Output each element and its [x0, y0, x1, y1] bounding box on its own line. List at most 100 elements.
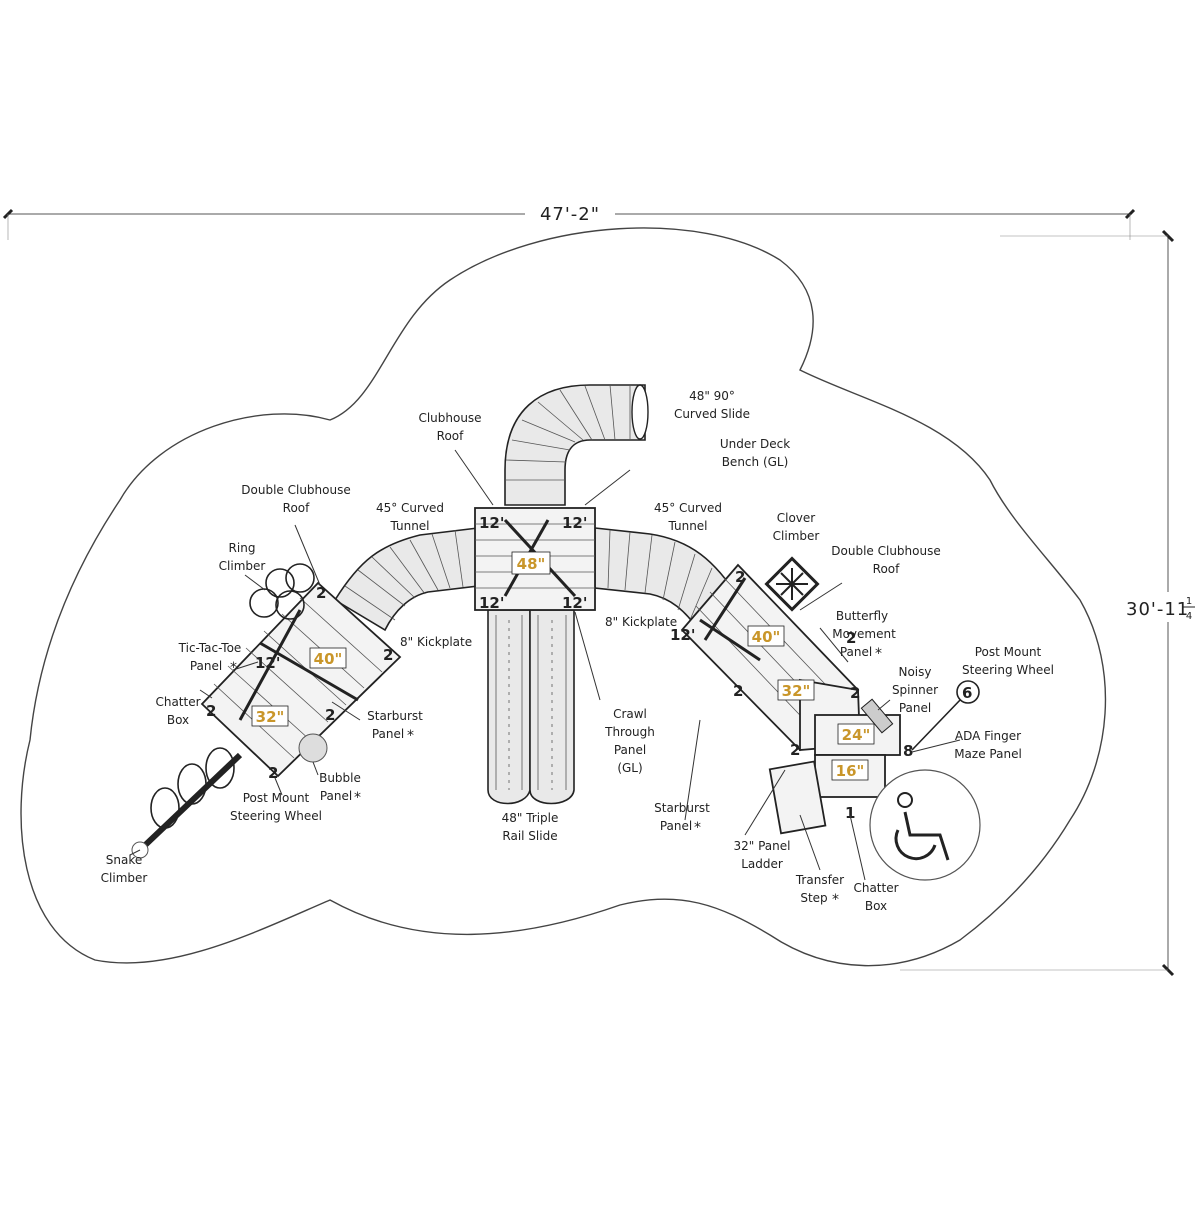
post-l-2d: 2: [268, 764, 278, 782]
svg-text:Climber: Climber: [773, 529, 820, 543]
svg-text:Crawl: Crawl: [613, 707, 647, 721]
double-clubhouse-roof-right-label: Double Clubhouse Roof: [831, 544, 940, 576]
svg-text:Steering Wheel: Steering Wheel: [230, 809, 322, 823]
curved-slide-label: 48" 90° Curved Slide: [674, 389, 750, 421]
panel-ladder-label: 32" Panel Ladder: [734, 839, 791, 871]
curved-slide: [504, 384, 649, 506]
double-clubhouse-roof-left-label: Double Clubhouse Roof: [241, 483, 350, 515]
post-12-tl: 12': [479, 514, 504, 532]
snake-climber: [131, 747, 243, 859]
left-deck: 40" 32" 2 2 2 2 12' 2: [200, 581, 402, 782]
svg-text:8" Kickplate: 8" Kickplate: [400, 635, 472, 649]
svg-text:Panel: Panel: [190, 659, 222, 673]
right-middle-height-label: 32": [782, 682, 811, 700]
svg-text:Panel: Panel: [840, 645, 872, 659]
post-r-8: 8: [903, 742, 913, 760]
svg-text:Double Clubhouse: Double Clubhouse: [831, 544, 940, 558]
svg-text:Roof: Roof: [283, 501, 310, 515]
post-l-2c: 2: [206, 702, 216, 720]
svg-text:Panel: Panel: [660, 819, 692, 833]
noisy-spinner-label: Noisy Spinner Panel: [892, 665, 938, 715]
svg-text:Butterfly: Butterfly: [836, 609, 888, 623]
svg-text:Noisy: Noisy: [898, 665, 931, 679]
svg-text:ADA Finger: ADA Finger: [955, 729, 1021, 743]
svg-text:Roof: Roof: [437, 429, 464, 443]
post-r-1: 1: [845, 804, 855, 822]
kickplate-right-label: 8" Kickplate: [605, 615, 677, 629]
transfer-step-label: Transfer Step *: [795, 873, 844, 908]
post-mount-steering-left-label: Post Mount Steering Wheel: [230, 791, 322, 823]
svg-text:Ladder: Ladder: [741, 857, 783, 871]
svg-text:Roof: Roof: [873, 562, 900, 576]
left-upper-height-label: 40": [314, 650, 343, 668]
svg-text:*: *: [875, 646, 882, 662]
post-12-tr: 12': [562, 514, 587, 532]
width-dimension: 47'-2": [2, 203, 1136, 240]
height-fraction-den: 4: [1186, 611, 1192, 622]
post-r-2d: 2: [850, 684, 860, 702]
right-steering-wheel: 6: [911, 680, 980, 751]
svg-text:Tunnel: Tunnel: [389, 519, 429, 533]
svg-text:*: *: [832, 892, 839, 908]
svg-text:Panel: Panel: [899, 701, 931, 715]
post-l-2a: 2: [316, 584, 326, 602]
svg-text:Through: Through: [604, 725, 655, 739]
bubble-panel-label: Bubble Panel *: [319, 771, 361, 806]
height-fraction-num: 1: [1186, 596, 1192, 607]
post-r-2b: 2: [846, 629, 856, 647]
leader-lines: [129, 449, 961, 881]
post-l-2e: 2: [325, 706, 335, 724]
svg-text:*: *: [694, 820, 701, 836]
svg-text:Tic-Tac-Toe: Tic-Tac-Toe: [178, 641, 242, 655]
svg-text:48" Triple: 48" Triple: [502, 811, 559, 825]
clover-climber-label: Clover Climber: [773, 511, 820, 543]
svg-text:Panel: Panel: [320, 789, 352, 803]
svg-text:Starburst: Starburst: [367, 709, 423, 723]
kickplate-left-label: 8" Kickplate: [400, 635, 472, 649]
safety-zone-outline: [20, 227, 1107, 967]
svg-text:Post Mount: Post Mount: [243, 791, 310, 805]
post-mount-steering-right-label: Post Mount Steering Wheel: [962, 645, 1054, 677]
left-lower-height-label: 32": [256, 708, 285, 726]
svg-text:Step: Step: [800, 891, 827, 905]
svg-text:Box: Box: [167, 713, 189, 727]
svg-text:Spinner: Spinner: [892, 683, 938, 697]
svg-text:45° Curved: 45° Curved: [654, 501, 722, 515]
triple-rail-slide-label: 48" Triple Rail Slide: [502, 811, 559, 843]
svg-text:Climber: Climber: [219, 559, 266, 573]
ada-finger-maze-label: ADA Finger Maze Panel: [954, 729, 1022, 761]
svg-text:Movement: Movement: [832, 627, 896, 641]
starburst-left-label: Starburst Panel *: [367, 709, 423, 744]
curved-tunnel-left: [333, 527, 479, 632]
svg-text:Under Deck: Under Deck: [720, 437, 790, 451]
svg-text:Post Mount: Post Mount: [975, 645, 1042, 659]
right-lower-a-height-label: 24": [842, 726, 871, 744]
svg-text:32" Panel: 32" Panel: [734, 839, 791, 853]
svg-text:Panel: Panel: [614, 743, 646, 757]
chatter-box-left-label: Chatter Box: [155, 695, 200, 727]
butterfly-panel-label: Butterfly Movement Panel *: [832, 609, 896, 662]
under-deck-bench-label: Under Deck Bench (GL): [720, 437, 790, 469]
post-12-bl: 12': [479, 594, 504, 612]
svg-text:Rail Slide: Rail Slide: [502, 829, 557, 843]
height-dimension-label: 30'-11: [1126, 599, 1189, 620]
svg-text:(GL): (GL): [617, 761, 642, 775]
svg-text:Box: Box: [865, 899, 887, 913]
svg-text:Starburst: Starburst: [654, 801, 710, 815]
center-height-label: 48": [517, 555, 546, 573]
svg-text:Climber: Climber: [101, 871, 148, 885]
svg-text:*: *: [230, 660, 237, 676]
ring-climber-label: Ring Climber: [219, 541, 266, 573]
height-dimension: 30'-11 1 4: [900, 229, 1200, 977]
snake-climber-label: Snake Climber: [101, 853, 148, 885]
post-l-12: 12': [255, 654, 280, 672]
svg-text:Steering Wheel: Steering Wheel: [962, 663, 1054, 677]
post-r-2c: 2: [733, 682, 743, 700]
central-deck: 48" 12' 12' 12' 12': [474, 507, 596, 612]
curved-tunnel-right-label: 45° Curved Tunnel: [654, 501, 722, 533]
post-12-br: 12': [562, 594, 587, 612]
ring-climber: [249, 563, 315, 620]
noisy-spinner-node: [860, 698, 894, 734]
starburst-right-label: Starburst Panel *: [654, 801, 710, 836]
